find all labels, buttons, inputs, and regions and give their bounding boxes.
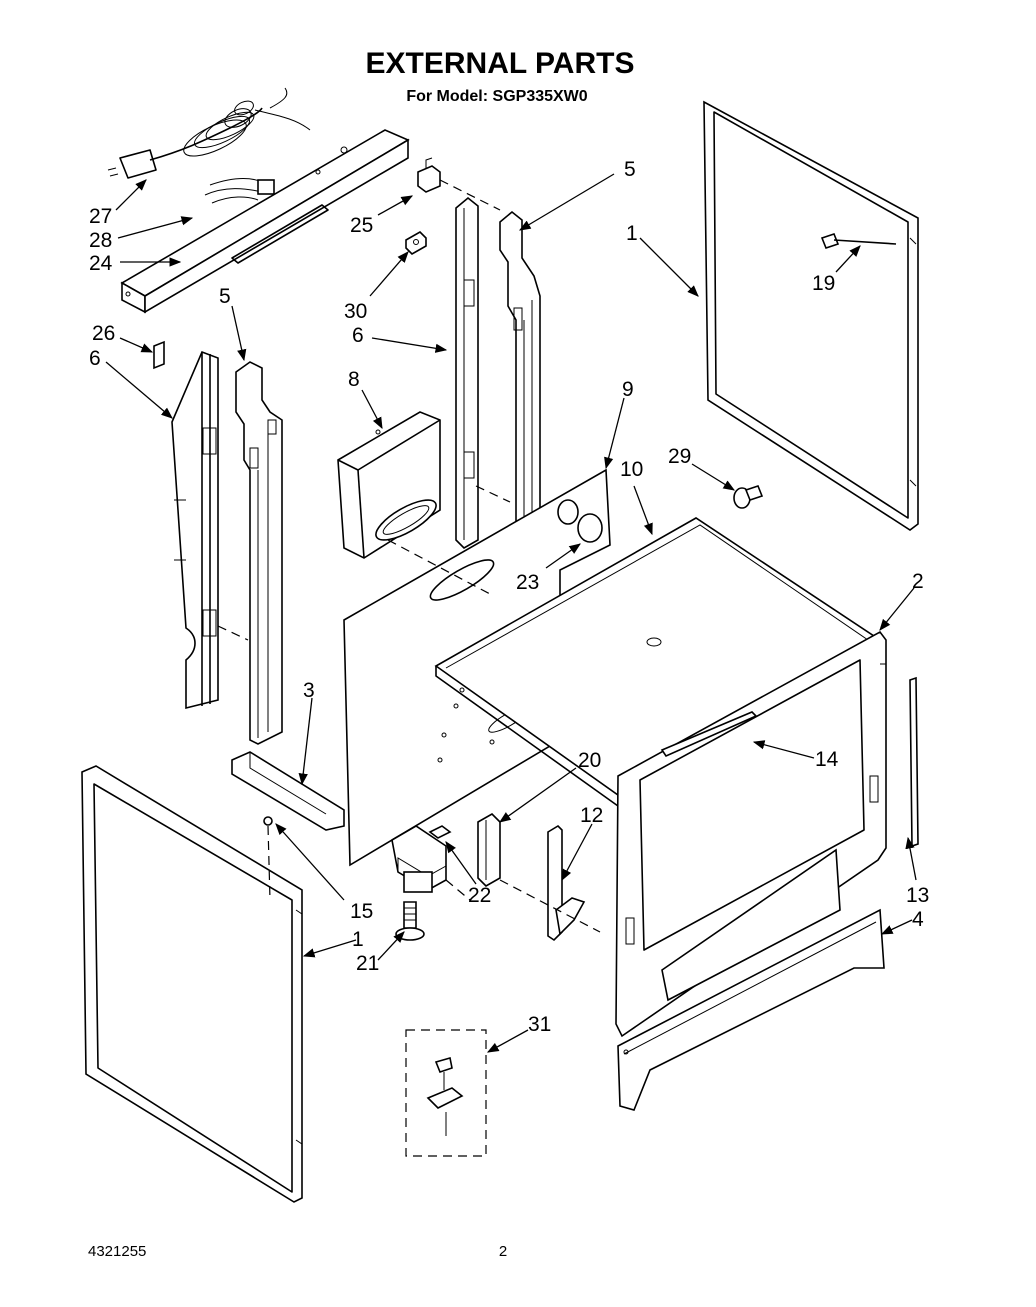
callout-21: 21 bbox=[356, 952, 379, 975]
leveling-leg-part bbox=[395, 901, 425, 941]
callout-5-right: 5 bbox=[624, 158, 636, 181]
callout-6-left: 6 bbox=[89, 347, 101, 370]
callout-14: 14 bbox=[815, 748, 839, 771]
front-frame-part bbox=[615, 630, 887, 1038]
burner-box-part bbox=[337, 411, 441, 559]
callout-2: 2 bbox=[912, 570, 924, 593]
callout-29: 29 bbox=[668, 445, 691, 468]
callout-6-center: 6 bbox=[352, 324, 364, 347]
clip-part bbox=[417, 157, 441, 193]
callout-30: 30 bbox=[344, 300, 367, 323]
callout-26: 26 bbox=[92, 322, 115, 345]
vertical-strip-part bbox=[909, 676, 919, 848]
callout-28: 28 bbox=[89, 229, 112, 252]
callout-24: 24 bbox=[89, 252, 113, 275]
bottom-bracket-part bbox=[391, 825, 452, 893]
callout-1-left: 1 bbox=[352, 928, 364, 951]
page-number: 2 bbox=[499, 1243, 507, 1260]
callout-9: 9 bbox=[622, 378, 634, 401]
callout-8: 8 bbox=[348, 368, 360, 391]
callout-labels: 27 28 24 25 5 1 19 26 6 5 30 6 8 9 29 10… bbox=[89, 158, 929, 1036]
right-side-panel-part bbox=[703, 100, 919, 531]
model-subtitle: For Model: SGP335XW0 bbox=[406, 88, 587, 105]
front-bottom-rail-part bbox=[231, 751, 345, 831]
screw-part bbox=[263, 816, 273, 826]
small-plate-part bbox=[153, 340, 165, 370]
bracket-20-part bbox=[477, 813, 501, 887]
callout-4: 4 bbox=[912, 908, 924, 931]
callout-1-right: 1 bbox=[626, 222, 638, 245]
left-side-brace-part bbox=[171, 350, 219, 710]
tie-strap-part bbox=[820, 233, 897, 249]
left-side-panel-part bbox=[81, 765, 303, 1203]
alignment-lines bbox=[217, 179, 601, 933]
callout-5-left: 5 bbox=[219, 285, 231, 308]
callout-13: 13 bbox=[906, 884, 929, 907]
callout-25: 25 bbox=[350, 214, 373, 237]
document-number: 4321255 bbox=[88, 1243, 146, 1260]
knob-part bbox=[733, 485, 764, 509]
center-brace-part bbox=[455, 196, 479, 549]
callout-15: 15 bbox=[350, 900, 373, 923]
top-trim-bar-part bbox=[120, 129, 410, 314]
callout-31: 31 bbox=[528, 1013, 551, 1036]
callout-23: 23 bbox=[516, 571, 539, 594]
callout-10: 10 bbox=[620, 458, 643, 481]
callout-19: 19 bbox=[812, 272, 835, 295]
left-bracket-part bbox=[235, 361, 283, 745]
callout-12: 12 bbox=[580, 804, 603, 827]
hardware-kit-part bbox=[405, 1029, 487, 1157]
leader-lines bbox=[105, 173, 917, 1053]
callout-22: 22 bbox=[468, 884, 491, 907]
callout-3: 3 bbox=[303, 679, 315, 702]
callout-20: 20 bbox=[578, 749, 601, 772]
callout-27: 27 bbox=[89, 205, 112, 228]
clamp-part bbox=[405, 231, 427, 255]
hinge-bracket-part bbox=[547, 824, 586, 942]
power-cord-part bbox=[107, 87, 311, 204]
page-title: EXTERNAL PARTS bbox=[366, 47, 635, 80]
trim-strip-part bbox=[660, 711, 758, 758]
bottom-kick-panel-part bbox=[617, 908, 885, 1111]
